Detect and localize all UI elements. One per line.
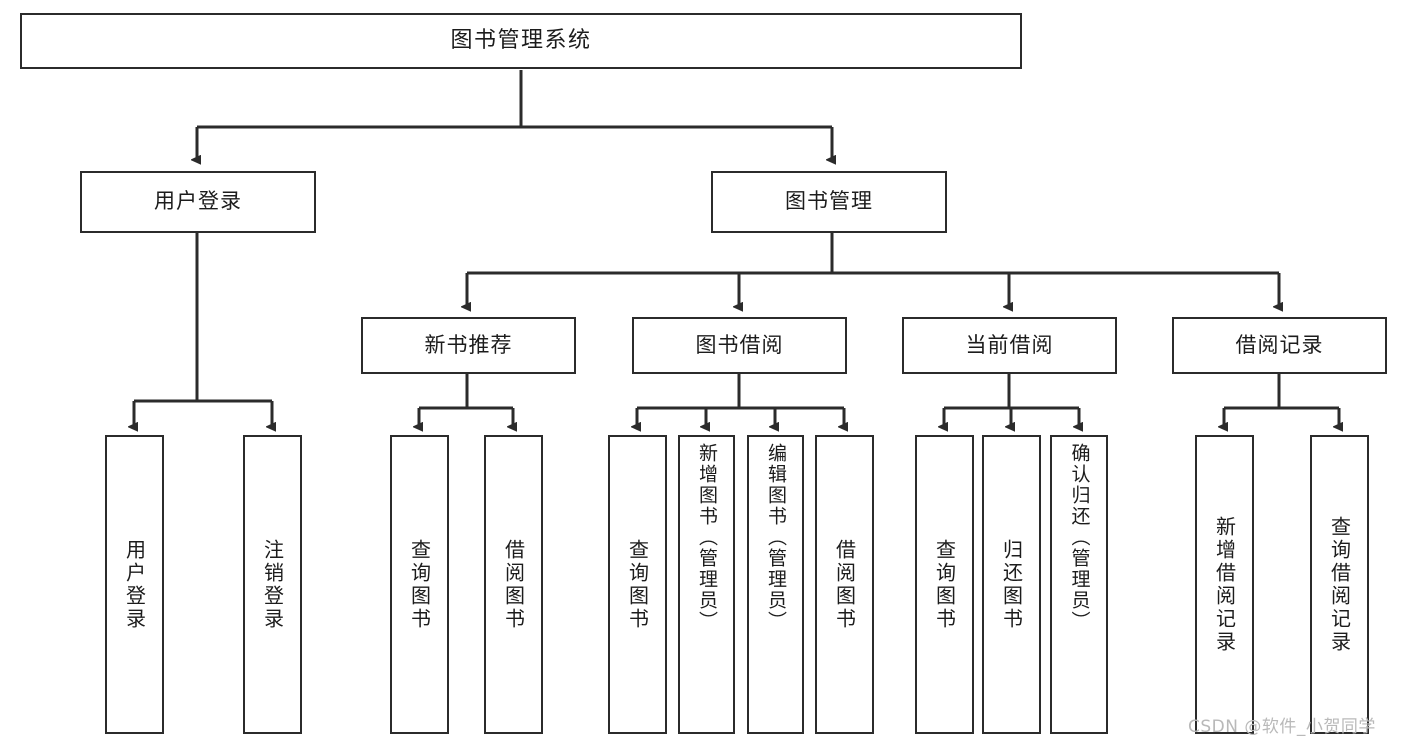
- node-current-borrow[interactable]: 当前借阅: [902, 317, 1117, 374]
- node-leaf-query-borrow-record[interactable]: 查询借阅记录: [1310, 435, 1369, 734]
- node-leaf-borrow-book-2[interactable]: 借阅图书: [815, 435, 874, 734]
- node-leaf-query-book-3[interactable]: 查询图书: [915, 435, 974, 734]
- node-new-book-recommend[interactable]: 新书推荐: [361, 317, 576, 374]
- node-leaf-query-book-2[interactable]: 查询图书: [608, 435, 667, 734]
- node-leaf-add-book-admin[interactable]: 新增图书（管理员）: [678, 435, 735, 734]
- node-leaf-add-borrow-record-label: 新增借阅记录: [1212, 515, 1237, 654]
- node-leaf-borrow-book-1[interactable]: 借阅图书: [484, 435, 543, 734]
- node-leaf-query-book-1-label: 查询图书: [407, 538, 432, 631]
- node-leaf-return-book[interactable]: 归还图书: [982, 435, 1041, 734]
- node-leaf-borrow-book-2-label: 借阅图书: [832, 538, 857, 631]
- node-leaf-confirm-return-admin[interactable]: 确认归还（管理员）: [1050, 435, 1108, 734]
- node-book-management[interactable]: 图书管理: [711, 171, 947, 233]
- node-book-management-label: 图书管理: [785, 189, 873, 214]
- node-root-system-label: 图书管理系统: [450, 27, 592, 53]
- node-leaf-query-book-1[interactable]: 查询图书: [390, 435, 449, 734]
- node-leaf-user-login[interactable]: 用户登录: [105, 435, 164, 734]
- node-leaf-query-borrow-record-label: 查询借阅记录: [1327, 515, 1352, 654]
- node-leaf-edit-book-admin[interactable]: 编辑图书（管理员）: [747, 435, 804, 734]
- node-root-system[interactable]: 图书管理系统: [20, 13, 1022, 69]
- node-leaf-add-borrow-record[interactable]: 新增借阅记录: [1195, 435, 1254, 734]
- node-leaf-add-book-admin-label: 新增图书（管理员）: [696, 443, 718, 632]
- node-leaf-logout-login-label: 注销登录: [260, 538, 285, 631]
- node-leaf-edit-book-admin-label: 编辑图书（管理员）: [765, 443, 787, 632]
- node-borrow-record-label: 借阅记录: [1235, 332, 1324, 357]
- node-leaf-query-book-2-label: 查询图书: [625, 538, 650, 631]
- node-leaf-return-book-label: 归还图书: [999, 538, 1024, 631]
- csdn-watermark: CSDN @软件_小贺同学: [1188, 717, 1376, 737]
- node-leaf-user-login-label: 用户登录: [122, 538, 147, 631]
- node-borrow-record[interactable]: 借阅记录: [1172, 317, 1387, 374]
- node-leaf-borrow-book-1-label: 借阅图书: [501, 538, 526, 631]
- node-user-login-label: 用户登录: [154, 189, 242, 214]
- node-leaf-logout-login[interactable]: 注销登录: [243, 435, 302, 734]
- node-book-borrow-label: 图书借阅: [695, 332, 784, 357]
- node-leaf-query-book-3-label: 查询图书: [932, 538, 957, 631]
- node-new-book-recommend-label: 新书推荐: [424, 332, 513, 357]
- node-current-borrow-label: 当前借阅: [965, 332, 1054, 357]
- node-book-borrow[interactable]: 图书借阅: [632, 317, 847, 374]
- node-leaf-confirm-return-admin-label: 确认归还（管理员）: [1068, 443, 1091, 632]
- node-user-login[interactable]: 用户登录: [80, 171, 316, 233]
